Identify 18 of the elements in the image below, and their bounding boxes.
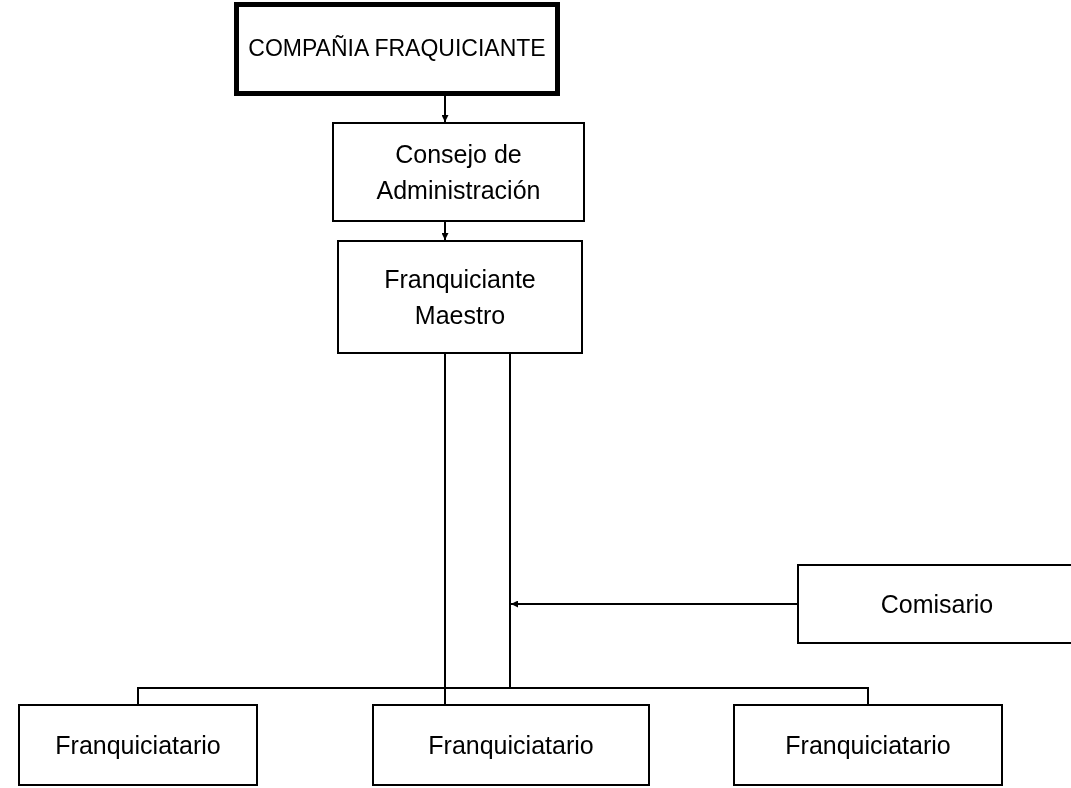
process-box [797,564,1071,644]
node-label: Franquiciatario [785,729,951,761]
connector-line [444,353,446,705]
node-label: Comisario [880,588,994,620]
arrow [441,221,449,241]
node-label: Consejo de Administración [375,138,542,206]
node-label: Franquiciatario [55,729,221,761]
node-label: Franquiciatario [428,729,594,761]
process-box [337,240,583,354]
process-box [372,704,650,786]
process-box [332,122,585,222]
arrow [441,95,449,123]
arrow [510,600,798,608]
node-label: COMPAÑIA FRAQUICIANTE [248,34,546,64]
node-label: Franquiciante Maestro [383,263,537,331]
process-box [18,704,258,786]
organization-box [234,2,560,96]
process-box [733,704,1003,786]
